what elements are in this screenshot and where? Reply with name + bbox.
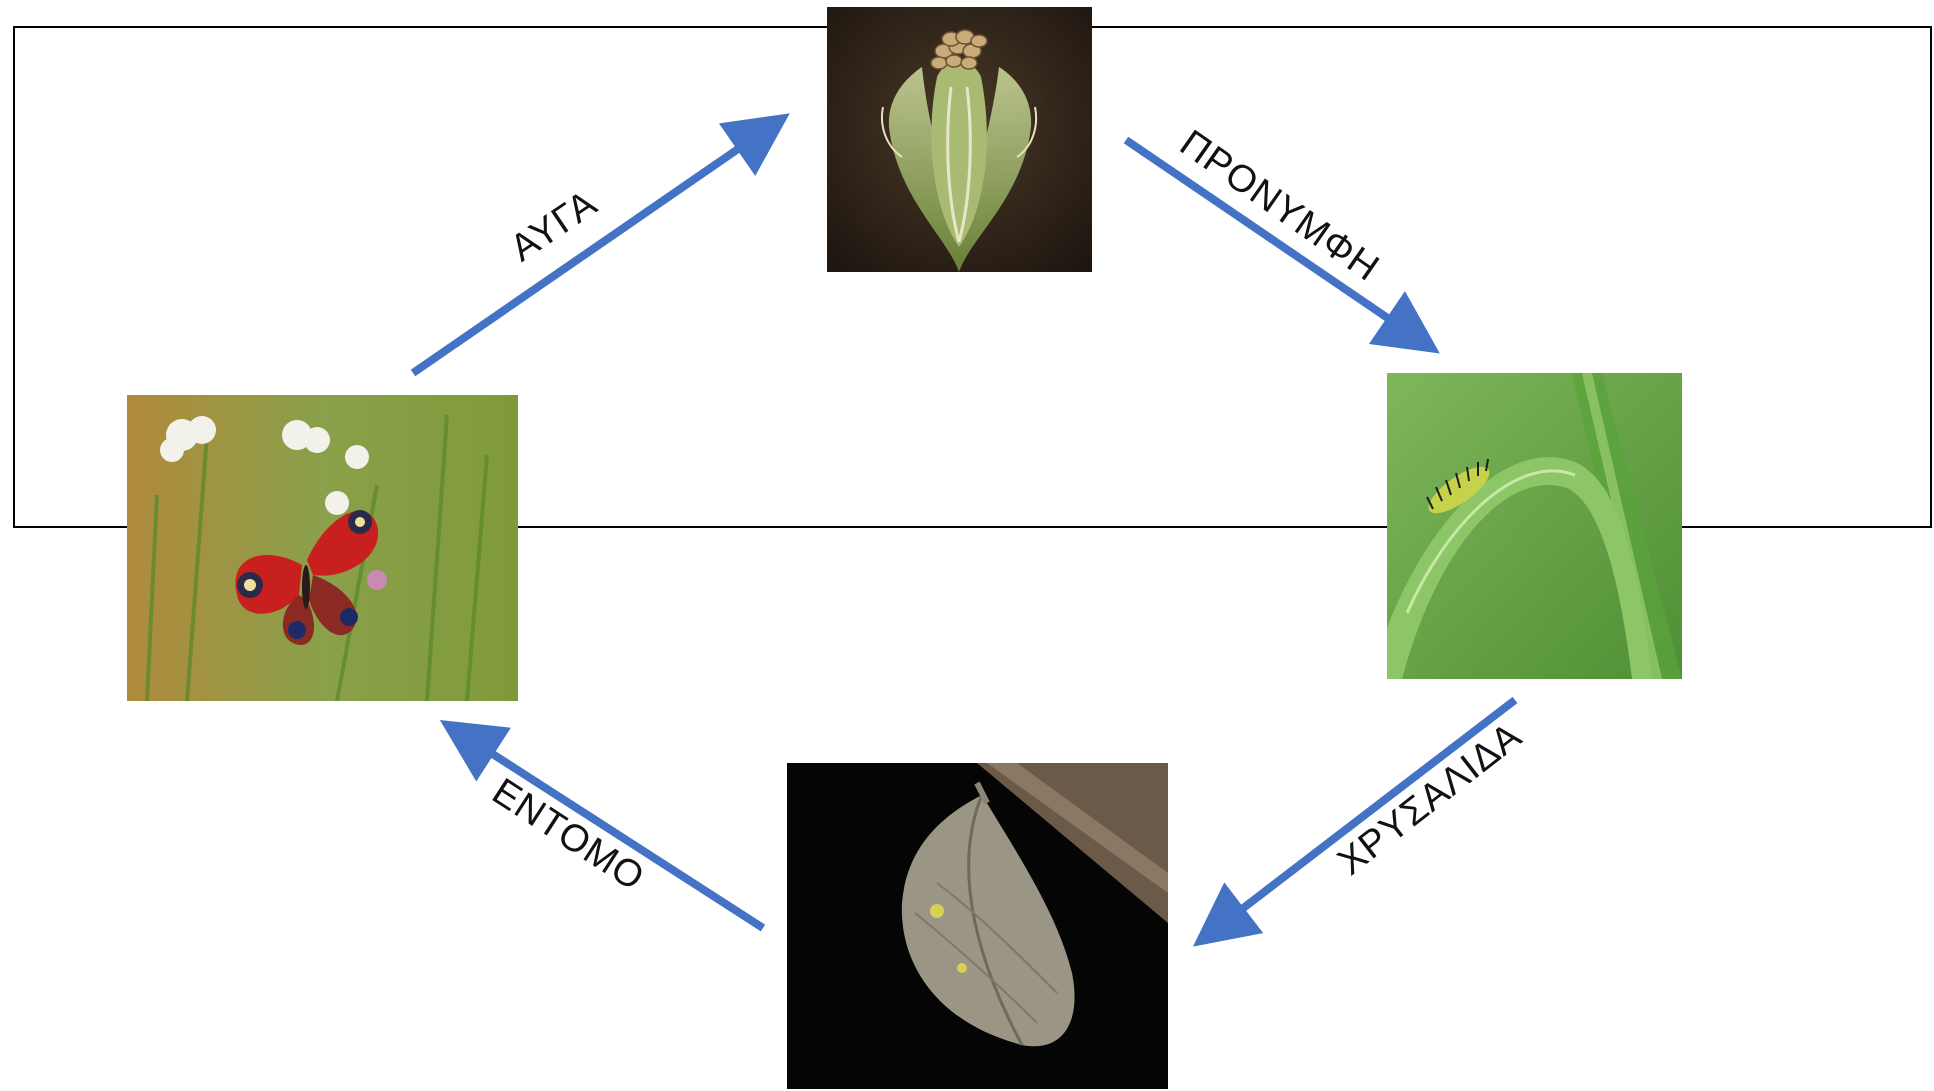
eggs-photo xyxy=(827,7,1092,272)
pupa-photo xyxy=(787,763,1168,1089)
chrysalis-image xyxy=(787,763,1168,1089)
label-pupa: ΧΡΥΣΑΛΙΔΑ xyxy=(1330,715,1530,885)
label-insect: ΕΝΤΟΜΟ xyxy=(484,771,652,901)
insect-photo xyxy=(127,395,518,701)
arrow-to-pupa xyxy=(1212,700,1515,932)
caterpillar-on-grass-image xyxy=(1387,373,1682,679)
arrow-to-insect xyxy=(460,733,763,928)
eggs-on-plant-image xyxy=(827,7,1092,272)
peacock-butterfly-image xyxy=(127,395,518,701)
larva-photo xyxy=(1387,373,1682,679)
